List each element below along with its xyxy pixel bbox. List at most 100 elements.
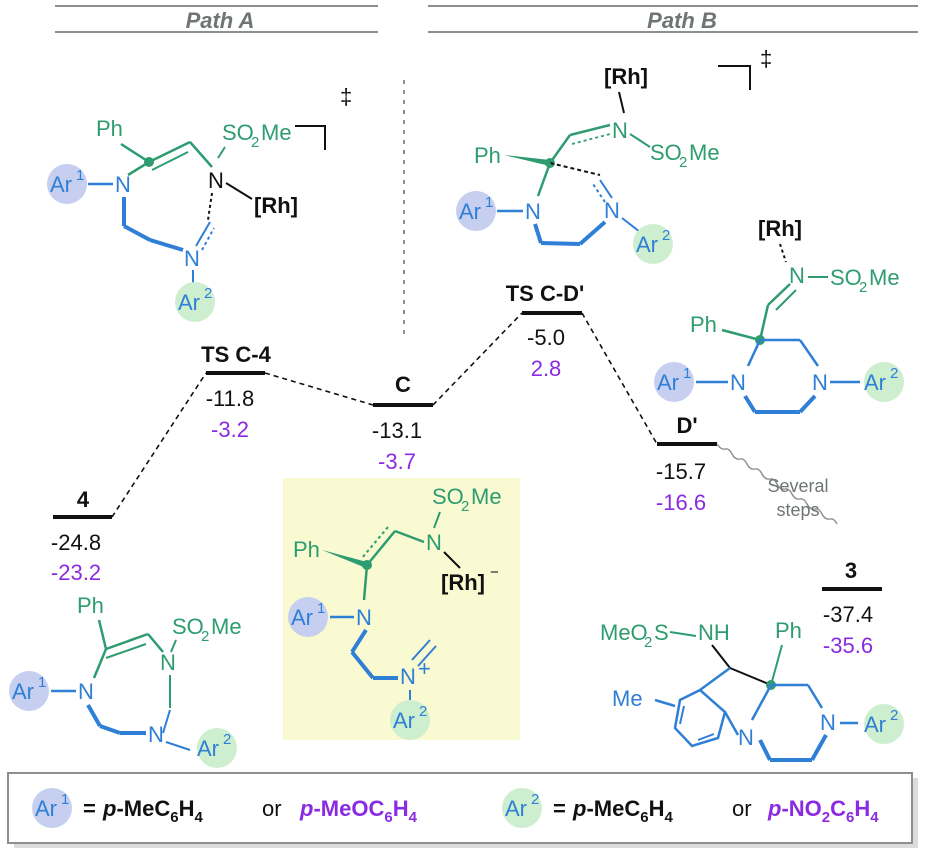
svg-text:Me: Me bbox=[689, 140, 720, 165]
svg-text:N: N bbox=[115, 172, 131, 197]
svg-text:Ph: Ph bbox=[293, 537, 320, 562]
several-steps-note-2: steps bbox=[776, 500, 819, 520]
label-d: D' bbox=[676, 413, 697, 438]
svg-text:1: 1 bbox=[61, 791, 69, 808]
legend-box bbox=[7, 772, 913, 844]
svg-text:=: = bbox=[553, 796, 566, 821]
svg-text:Me: Me bbox=[211, 614, 242, 639]
svg-text:NH: NH bbox=[698, 620, 730, 645]
svg-text:2: 2 bbox=[531, 791, 539, 808]
svg-text:2: 2 bbox=[204, 285, 212, 302]
svg-text:Ar: Ar bbox=[393, 708, 415, 733]
svg-text:N: N bbox=[820, 710, 836, 735]
svg-text:Ar: Ar bbox=[12, 679, 34, 704]
svg-text:2: 2 bbox=[644, 634, 652, 651]
svg-text:N: N bbox=[208, 168, 224, 193]
svg-text:N: N bbox=[184, 246, 200, 271]
svg-text:Ph: Ph bbox=[474, 143, 501, 168]
svg-text:Me: Me bbox=[869, 265, 900, 290]
svg-text:[Rh]: [Rh] bbox=[604, 64, 648, 89]
svg-text:−: − bbox=[490, 564, 499, 581]
svg-text:N: N bbox=[789, 263, 805, 288]
svg-text:p-MeC6H4: p-MeC6H4 bbox=[572, 796, 673, 826]
structure-3: MeO 2 S NH Ph N Ar 2 N Me bbox=[600, 618, 904, 762]
energy-d-b: -16.6 bbox=[656, 490, 706, 515]
structure-ts-c4: Ph SO 2 Me N [Rh] Ar 1 N N Ar 2 ‡ bbox=[47, 84, 352, 322]
svg-text:p-MeOC6H4: p-MeOC6H4 bbox=[299, 796, 418, 826]
path-b-title: Path B bbox=[647, 8, 717, 33]
structure-d: [Rh] N SO 2 Me Ph Ar 1 N N Ar 2 bbox=[654, 216, 904, 414]
energy-d-a: -15.7 bbox=[656, 459, 706, 484]
energy-c-b: -3.7 bbox=[378, 449, 416, 474]
energy-4-a: -24.8 bbox=[51, 530, 101, 555]
svg-text:1: 1 bbox=[76, 167, 84, 184]
energy-c-a: -13.1 bbox=[372, 418, 422, 443]
svg-text:Ph: Ph bbox=[690, 312, 717, 337]
svg-text:N: N bbox=[604, 198, 620, 223]
level-connectors bbox=[111, 312, 658, 518]
svg-text:2: 2 bbox=[662, 227, 670, 244]
svg-text:2: 2 bbox=[201, 628, 209, 645]
label-c: C bbox=[395, 372, 411, 397]
svg-text:SO: SO bbox=[222, 120, 254, 145]
svg-text:Ar: Ar bbox=[657, 370, 679, 395]
svg-text:N: N bbox=[812, 370, 828, 395]
svg-text:=: = bbox=[83, 796, 96, 821]
path-a-title: Path A bbox=[186, 8, 255, 33]
svg-text:Ar: Ar bbox=[50, 172, 72, 197]
structure-c: SO 2 Me N [Rh] − Ph Ar 1 N N + Ar 2 bbox=[288, 484, 502, 740]
svg-text:Ar: Ar bbox=[636, 232, 658, 257]
svg-text:SO: SO bbox=[830, 265, 862, 290]
svg-text:Ph: Ph bbox=[77, 593, 104, 618]
structure-ts-cd: [Rh] N SO 2 Me Ph Ar 1 N N Ar 2 ‡ bbox=[456, 46, 772, 264]
svg-text:2: 2 bbox=[890, 707, 898, 724]
svg-text:Ph: Ph bbox=[775, 618, 802, 643]
dagger-ts-cd: ‡ bbox=[760, 46, 772, 71]
energy-ts-c4-a: -11.8 bbox=[206, 386, 255, 411]
svg-text:1: 1 bbox=[485, 194, 493, 211]
svg-text:Ar: Ar bbox=[291, 605, 313, 630]
svg-text:2: 2 bbox=[859, 279, 867, 296]
svg-text:N: N bbox=[78, 679, 94, 704]
svg-text:2: 2 bbox=[679, 154, 687, 171]
svg-text:1: 1 bbox=[683, 365, 691, 382]
svg-text:Ar: Ar bbox=[459, 199, 481, 224]
svg-text:Ar: Ar bbox=[864, 370, 886, 395]
svg-text:p-MeC6H4: p-MeC6H4 bbox=[102, 796, 203, 826]
label-ts-c4: TS C-4 bbox=[201, 342, 271, 367]
svg-text:[Rh]: [Rh] bbox=[441, 570, 485, 595]
svg-text:SO: SO bbox=[172, 614, 204, 639]
structure-4: Ph SO 2 Me N Ar 1 N N Ar 2 bbox=[9, 593, 242, 768]
svg-text:SO: SO bbox=[432, 484, 464, 509]
svg-text:2: 2 bbox=[890, 365, 898, 382]
svg-text:2: 2 bbox=[251, 134, 259, 151]
label-ts-cd: TS C-D' bbox=[506, 281, 585, 306]
svg-text:or: or bbox=[732, 796, 752, 821]
energy-4-b: -23.2 bbox=[51, 560, 101, 585]
svg-text:Ar: Ar bbox=[178, 290, 200, 315]
energy-ts-c4-b: -3.2 bbox=[211, 417, 249, 442]
svg-text:S: S bbox=[654, 620, 669, 645]
svg-text:N: N bbox=[160, 650, 176, 675]
svg-text:1: 1 bbox=[317, 600, 325, 617]
svg-text:1: 1 bbox=[38, 674, 46, 691]
svg-text:MeO: MeO bbox=[600, 620, 648, 645]
svg-text:2: 2 bbox=[461, 498, 469, 515]
svg-text:2: 2 bbox=[419, 703, 427, 720]
svg-text:[Rh]: [Rh] bbox=[254, 193, 298, 218]
svg-text:SO: SO bbox=[650, 140, 682, 165]
energy-levels bbox=[53, 311, 882, 591]
label-4: 4 bbox=[77, 487, 90, 512]
several-steps-note-1: Several bbox=[767, 476, 828, 496]
svg-text:Me: Me bbox=[612, 686, 643, 711]
svg-text:Me: Me bbox=[261, 120, 292, 145]
energy-3-a: -37.4 bbox=[823, 602, 873, 627]
label-3: 3 bbox=[845, 558, 857, 583]
energy-ts-cd-b: 2.8 bbox=[531, 356, 562, 381]
svg-text:2: 2 bbox=[223, 731, 231, 748]
svg-text:Ar: Ar bbox=[505, 796, 527, 821]
svg-text:N: N bbox=[148, 722, 164, 747]
svg-text:N: N bbox=[400, 664, 416, 689]
energy-ts-cd-a: -5.0 bbox=[527, 325, 565, 350]
